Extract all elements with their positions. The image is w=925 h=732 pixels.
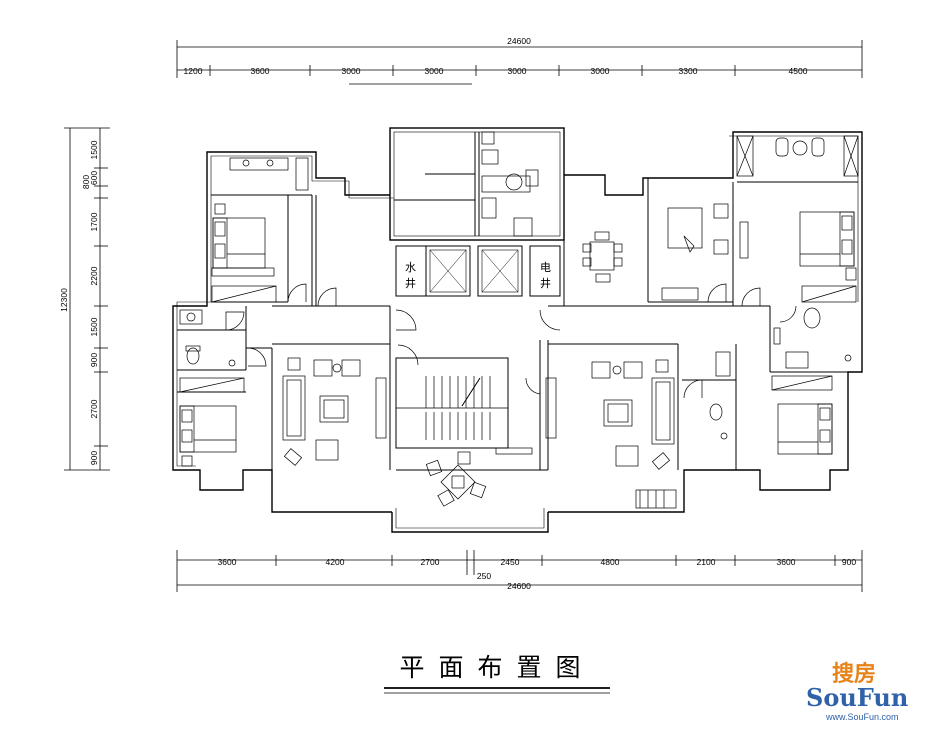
- top-dim-1: 1200: [184, 66, 203, 76]
- furniture: [179, 131, 859, 509]
- left-dim-1: 1500: [89, 140, 99, 159]
- bottom-dim-4: 2450: [501, 557, 520, 567]
- interior-walls: [177, 132, 858, 471]
- watermark-en: SouFun: [806, 683, 908, 712]
- bottom-dim-7: 3600: [777, 557, 796, 567]
- top-dimension-lines: [176, 40, 863, 85]
- left-dim-7: 900: [89, 353, 99, 367]
- bottom-dim-1: 3600: [218, 557, 237, 567]
- bottom-dimension-lines: [176, 550, 863, 592]
- doors: [225, 283, 797, 399]
- soufun-watermark: 搜房 SouFun www.SouFun.com: [806, 661, 908, 722]
- left-dim-5: 2200: [89, 266, 99, 285]
- drawing-title: 平面布置图: [399, 653, 594, 682]
- top-dim-8: 4500: [789, 66, 808, 76]
- electric-shaft-label-2: 井: [540, 276, 551, 290]
- top-dim-5: 3000: [508, 66, 527, 76]
- bottom-dim-8: 900: [842, 557, 856, 567]
- left-dimension-lines: [64, 127, 110, 471]
- building-outline: [172, 127, 863, 533]
- bottom-dim-small: 250: [477, 571, 491, 581]
- left-dim-8: 2700: [89, 399, 99, 418]
- water-shaft-label-2: 井: [405, 276, 416, 290]
- bottom-dim-3: 2700: [421, 557, 440, 567]
- staircase: [396, 376, 533, 455]
- top-dim-6: 3000: [591, 66, 610, 76]
- left-dim-2: 600: [89, 171, 99, 185]
- left-dim-4: 1700: [89, 212, 99, 231]
- bottom-total-dimension: 24600: [507, 581, 531, 591]
- left-total-dimension: 12300: [59, 288, 69, 312]
- bottom-dim-2: 4200: [326, 557, 345, 567]
- top-total-dimension: 24600: [507, 36, 531, 46]
- top-dim-2: 3600: [251, 66, 270, 76]
- left-dim-9: 900: [89, 451, 99, 465]
- water-shaft-label-1: 水: [405, 261, 416, 274]
- top-dim-4: 3000: [425, 66, 444, 76]
- top-dim-7: 3300: [679, 66, 698, 76]
- electric-shaft-label-1: 电: [540, 261, 551, 274]
- bottom-dim-6: 2100: [697, 557, 716, 567]
- watermark-url: www.SouFun.com: [825, 712, 899, 722]
- left-dim-3: 800: [81, 175, 91, 189]
- elevator-shafts: [395, 245, 561, 297]
- left-dim-6: 1500: [89, 317, 99, 336]
- watermark-cn: 搜房: [832, 661, 876, 687]
- bottom-dim-5: 4800: [601, 557, 620, 567]
- top-dim-3: 3000: [342, 66, 361, 76]
